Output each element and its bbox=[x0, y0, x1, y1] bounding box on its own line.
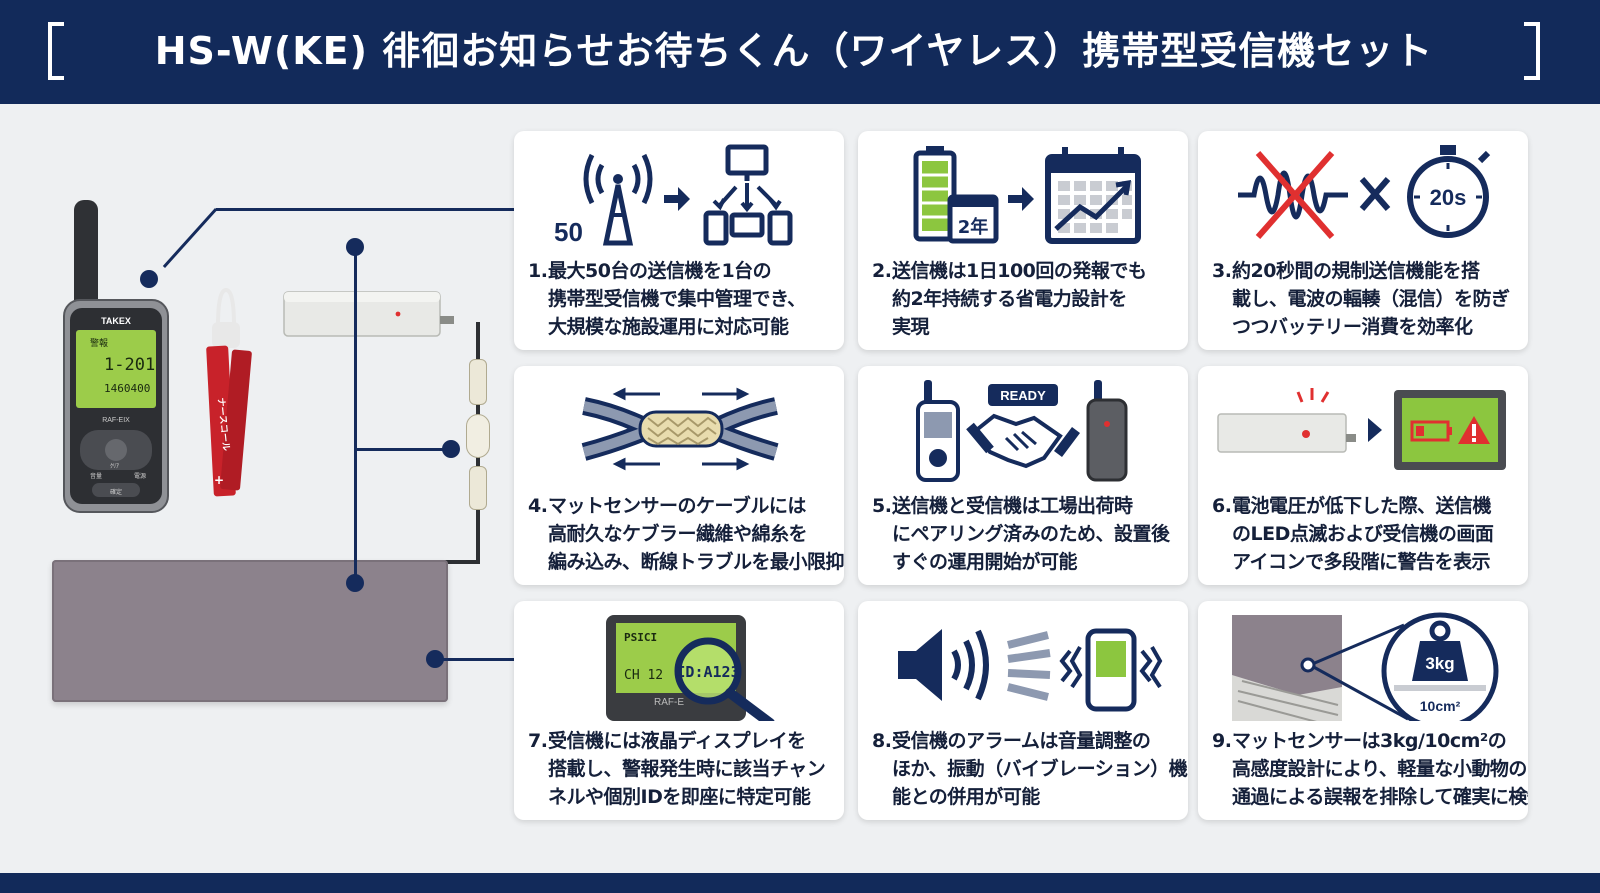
braided-cable-icon bbox=[581, 387, 779, 471]
feature-7-line-2: 搭載し、警報発生時に該当チャン bbox=[548, 758, 826, 780]
callout-dot-mat-top bbox=[346, 574, 364, 592]
cable-connector-bottom bbox=[469, 466, 487, 510]
feature-card-1: 50 1.最大50台の送信機を1台の 携帯型受信機で集中管理でき、 大規模な施設… bbox=[514, 131, 844, 350]
feature-2-number: 2. bbox=[872, 260, 892, 282]
feature-2-line-3: 実現 bbox=[892, 316, 930, 338]
callout-line-7 bbox=[434, 658, 514, 661]
feature-4-line-1: マットセンサーのケーブルには bbox=[548, 495, 806, 517]
callout-line-1-diagonal bbox=[162, 208, 218, 268]
receiver-btn-bottom: 確定 bbox=[110, 488, 122, 496]
feature-card-5: READY 5.送信機と受信機は工場出荷時 にペアリング済みのため、設置後 すぐ… bbox=[858, 366, 1188, 585]
title-bracket-left bbox=[48, 22, 64, 80]
feature-7-icon-channel: CH 12 bbox=[624, 668, 663, 683]
feature-1-icon-count: 50 bbox=[554, 217, 583, 247]
svg-text:+: + bbox=[214, 473, 224, 487]
feature-7-line-3: ネルや個別IDを即座に特定可能 bbox=[548, 786, 811, 808]
feature-card-9: 3kg 10cm² 9.マットセンサーは3kg/10cm²の 高感度設計により、… bbox=[1198, 601, 1528, 820]
feature-8-line-3: 能との併用が可能 bbox=[892, 786, 1040, 808]
receiver-btn-left: 音量 bbox=[90, 472, 102, 480]
receiver-btn-right: 電源 bbox=[134, 472, 146, 480]
feature-3-line-3: つつバッテリー消費を効率化 bbox=[1232, 316, 1473, 338]
feature-7-line-1: 受信機には液晶ディスプレイを bbox=[548, 730, 806, 752]
cable-connector-top bbox=[469, 359, 487, 405]
feature-4-line-3: 編み込み、断線トラブルを最小限抑制 bbox=[548, 551, 844, 573]
feature-card-4: 4.マットセンサーのケーブルには 高耐久なケブラー繊維や綿糸を 編み込み、断線ト… bbox=[514, 366, 844, 585]
feature-9-line-2: 高感度設計により、軽量な小動物の bbox=[1232, 758, 1527, 780]
feature-9-icon-weight: 3kg bbox=[1425, 654, 1454, 673]
callout-dot-cable bbox=[442, 440, 460, 458]
feature-8-line-1: 受信機のアラームは音量調整の bbox=[892, 730, 1151, 752]
receiver-brand: TAKEX bbox=[101, 316, 131, 326]
nurse-call-strap-image: ナースコール + bbox=[206, 287, 252, 497]
callout-line-trunk bbox=[354, 244, 357, 584]
sensor-cable-tail bbox=[444, 560, 480, 564]
feature-5-line-2: にペアリング済みのため、設置後 bbox=[892, 523, 1170, 545]
feature-card-3: 20s 3.約20秒間の規制送信機能を搭 載し、電波の輻輳（混信）を防ぎ つつバ… bbox=[1198, 131, 1528, 350]
receiver-lcd-line1: 警報 bbox=[90, 337, 108, 349]
feature-5-icon-ready: READY bbox=[1000, 388, 1046, 403]
feature-9-line-1: マットセンサーは3kg/10cm²の bbox=[1232, 730, 1507, 752]
wave-timer-icon: 20s bbox=[1238, 145, 1491, 239]
pairing-handshake-icon: READY bbox=[916, 380, 1128, 482]
footer-band bbox=[0, 873, 1600, 893]
callout-line-1 bbox=[216, 208, 514, 211]
feature-1-number: 1. bbox=[528, 260, 548, 282]
feature-card-2: 2年 2.送信機は1日100回の発報でも 約2年持続する省電力設計を 実現 bbox=[858, 131, 1188, 350]
feature-9-icon-area: 10cm² bbox=[1420, 698, 1461, 714]
feature-card-7: PSICI CH 12 RAF-E ID:A123 7.受信機には液晶ディスプレ… bbox=[514, 601, 844, 820]
low-battery-warning-icon bbox=[1217, 388, 1506, 470]
receiver-lcd-line2: 1-201 bbox=[104, 355, 155, 375]
feature-9-number: 9. bbox=[1212, 730, 1232, 752]
feature-7-icon-model: RAF-E bbox=[654, 697, 684, 708]
lcd-magnifier-icon: PSICI CH 12 RAF-E ID:A123 bbox=[606, 615, 775, 721]
feature-6-line-1: 電池電圧が低下した際、送信機 bbox=[1232, 495, 1492, 517]
svg-text:PSICI: PSICI bbox=[624, 631, 657, 644]
feature-5-line-3: すぐの運用開始が可能 bbox=[892, 551, 1078, 573]
feature-2-icon-years: 2年 bbox=[958, 216, 989, 238]
feature-3-icon-seconds: 20s bbox=[1430, 185, 1467, 210]
callout-dot-transmitter bbox=[346, 238, 364, 256]
feature-8-line-2: ほか、振動（バイブレーション）機 bbox=[892, 758, 1188, 780]
feature-5-number: 5. bbox=[872, 495, 892, 517]
header-banner: HS-W(KE) 徘徊お知らせお待ちくん（ワイヤレス）携帯型受信機セット bbox=[0, 0, 1600, 104]
receiver-device-image: TAKEX 警報 1-201 1460400 RAF-EIX 音量 ｸﾘｱ 電源… bbox=[63, 200, 169, 513]
feature-3-number: 3. bbox=[1212, 260, 1232, 282]
feature-1-line-1: 最大50台の送信機を1台の bbox=[548, 260, 772, 282]
feature-3-line-1: 約20秒間の規制送信機能を搭 bbox=[1232, 260, 1480, 282]
feature-7-icon-id: ID:A123 bbox=[676, 663, 739, 681]
receiver-btn-mid: ｸﾘｱ bbox=[110, 463, 119, 470]
feature-7-number: 7. bbox=[528, 730, 548, 752]
feature-1-line-3: 大規模な施設運用に対応可能 bbox=[548, 316, 789, 338]
feature-card-6: 6.電池電圧が低下した際、送信機 のLED点滅および受信機の画面 アイコンで多段… bbox=[1198, 366, 1528, 585]
feature-3-line-2: 載し、電波の輻輳（混信）を防ぎ bbox=[1232, 288, 1510, 310]
callout-line-4 bbox=[354, 448, 450, 451]
title-bracket-right bbox=[1524, 22, 1540, 80]
feature-5-line-1: 送信機と受信機は工場出荷時 bbox=[892, 495, 1133, 517]
feature-6-number: 6. bbox=[1212, 495, 1232, 517]
callout-dot-mat bbox=[426, 650, 444, 668]
feature-4-line-2: 高耐久なケブラー繊維や綿糸を bbox=[548, 523, 808, 545]
receiver-lcd-line3: 1460400 bbox=[104, 382, 150, 395]
feature-2-line-1: 送信機は1日100回の発報でも bbox=[892, 260, 1147, 282]
page-title: HS-W(KE) 徘徊お知らせお待ちくん（ワイヤレス）携帯型受信機セット bbox=[154, 29, 1434, 73]
feature-4-number: 4. bbox=[528, 495, 548, 517]
callout-dot-receiver bbox=[140, 270, 158, 288]
feature-2-line-2: 約2年持続する省電力設計を bbox=[892, 288, 1127, 310]
product-diagram: TAKEX 警報 1-201 1460400 RAF-EIX 音量 ｸﾘｱ 電源… bbox=[0, 104, 520, 873]
feature-1-line-2: 携帯型受信機で集中管理でき、 bbox=[548, 288, 806, 310]
antenna-network-icon: 50 bbox=[554, 144, 793, 247]
mat-sensitivity-icon: 3kg 10cm² bbox=[1232, 612, 1499, 721]
feature-6-line-3: アイコンで多段階に警告を表示 bbox=[1232, 551, 1491, 573]
transmitter-unit-image bbox=[283, 291, 454, 337]
mat-sensor-image bbox=[52, 560, 448, 702]
speaker-vibration-icon bbox=[898, 628, 1163, 712]
feature-card-8: 8.受信機のアラームは音量調整の ほか、振動（バイブレーション）機 能との併用が… bbox=[858, 601, 1188, 820]
feature-8-number: 8. bbox=[872, 730, 892, 752]
feature-9-line-3: 通過による誤報を排除して確実に検知 bbox=[1232, 786, 1528, 808]
receiver-model: RAF-EIX bbox=[102, 417, 130, 424]
feature-6-line-2: のLED点滅および受信機の画面 bbox=[1232, 523, 1494, 545]
cable-connector-switch bbox=[466, 414, 490, 458]
battery-calendar-icon: 2年 bbox=[913, 146, 1141, 244]
